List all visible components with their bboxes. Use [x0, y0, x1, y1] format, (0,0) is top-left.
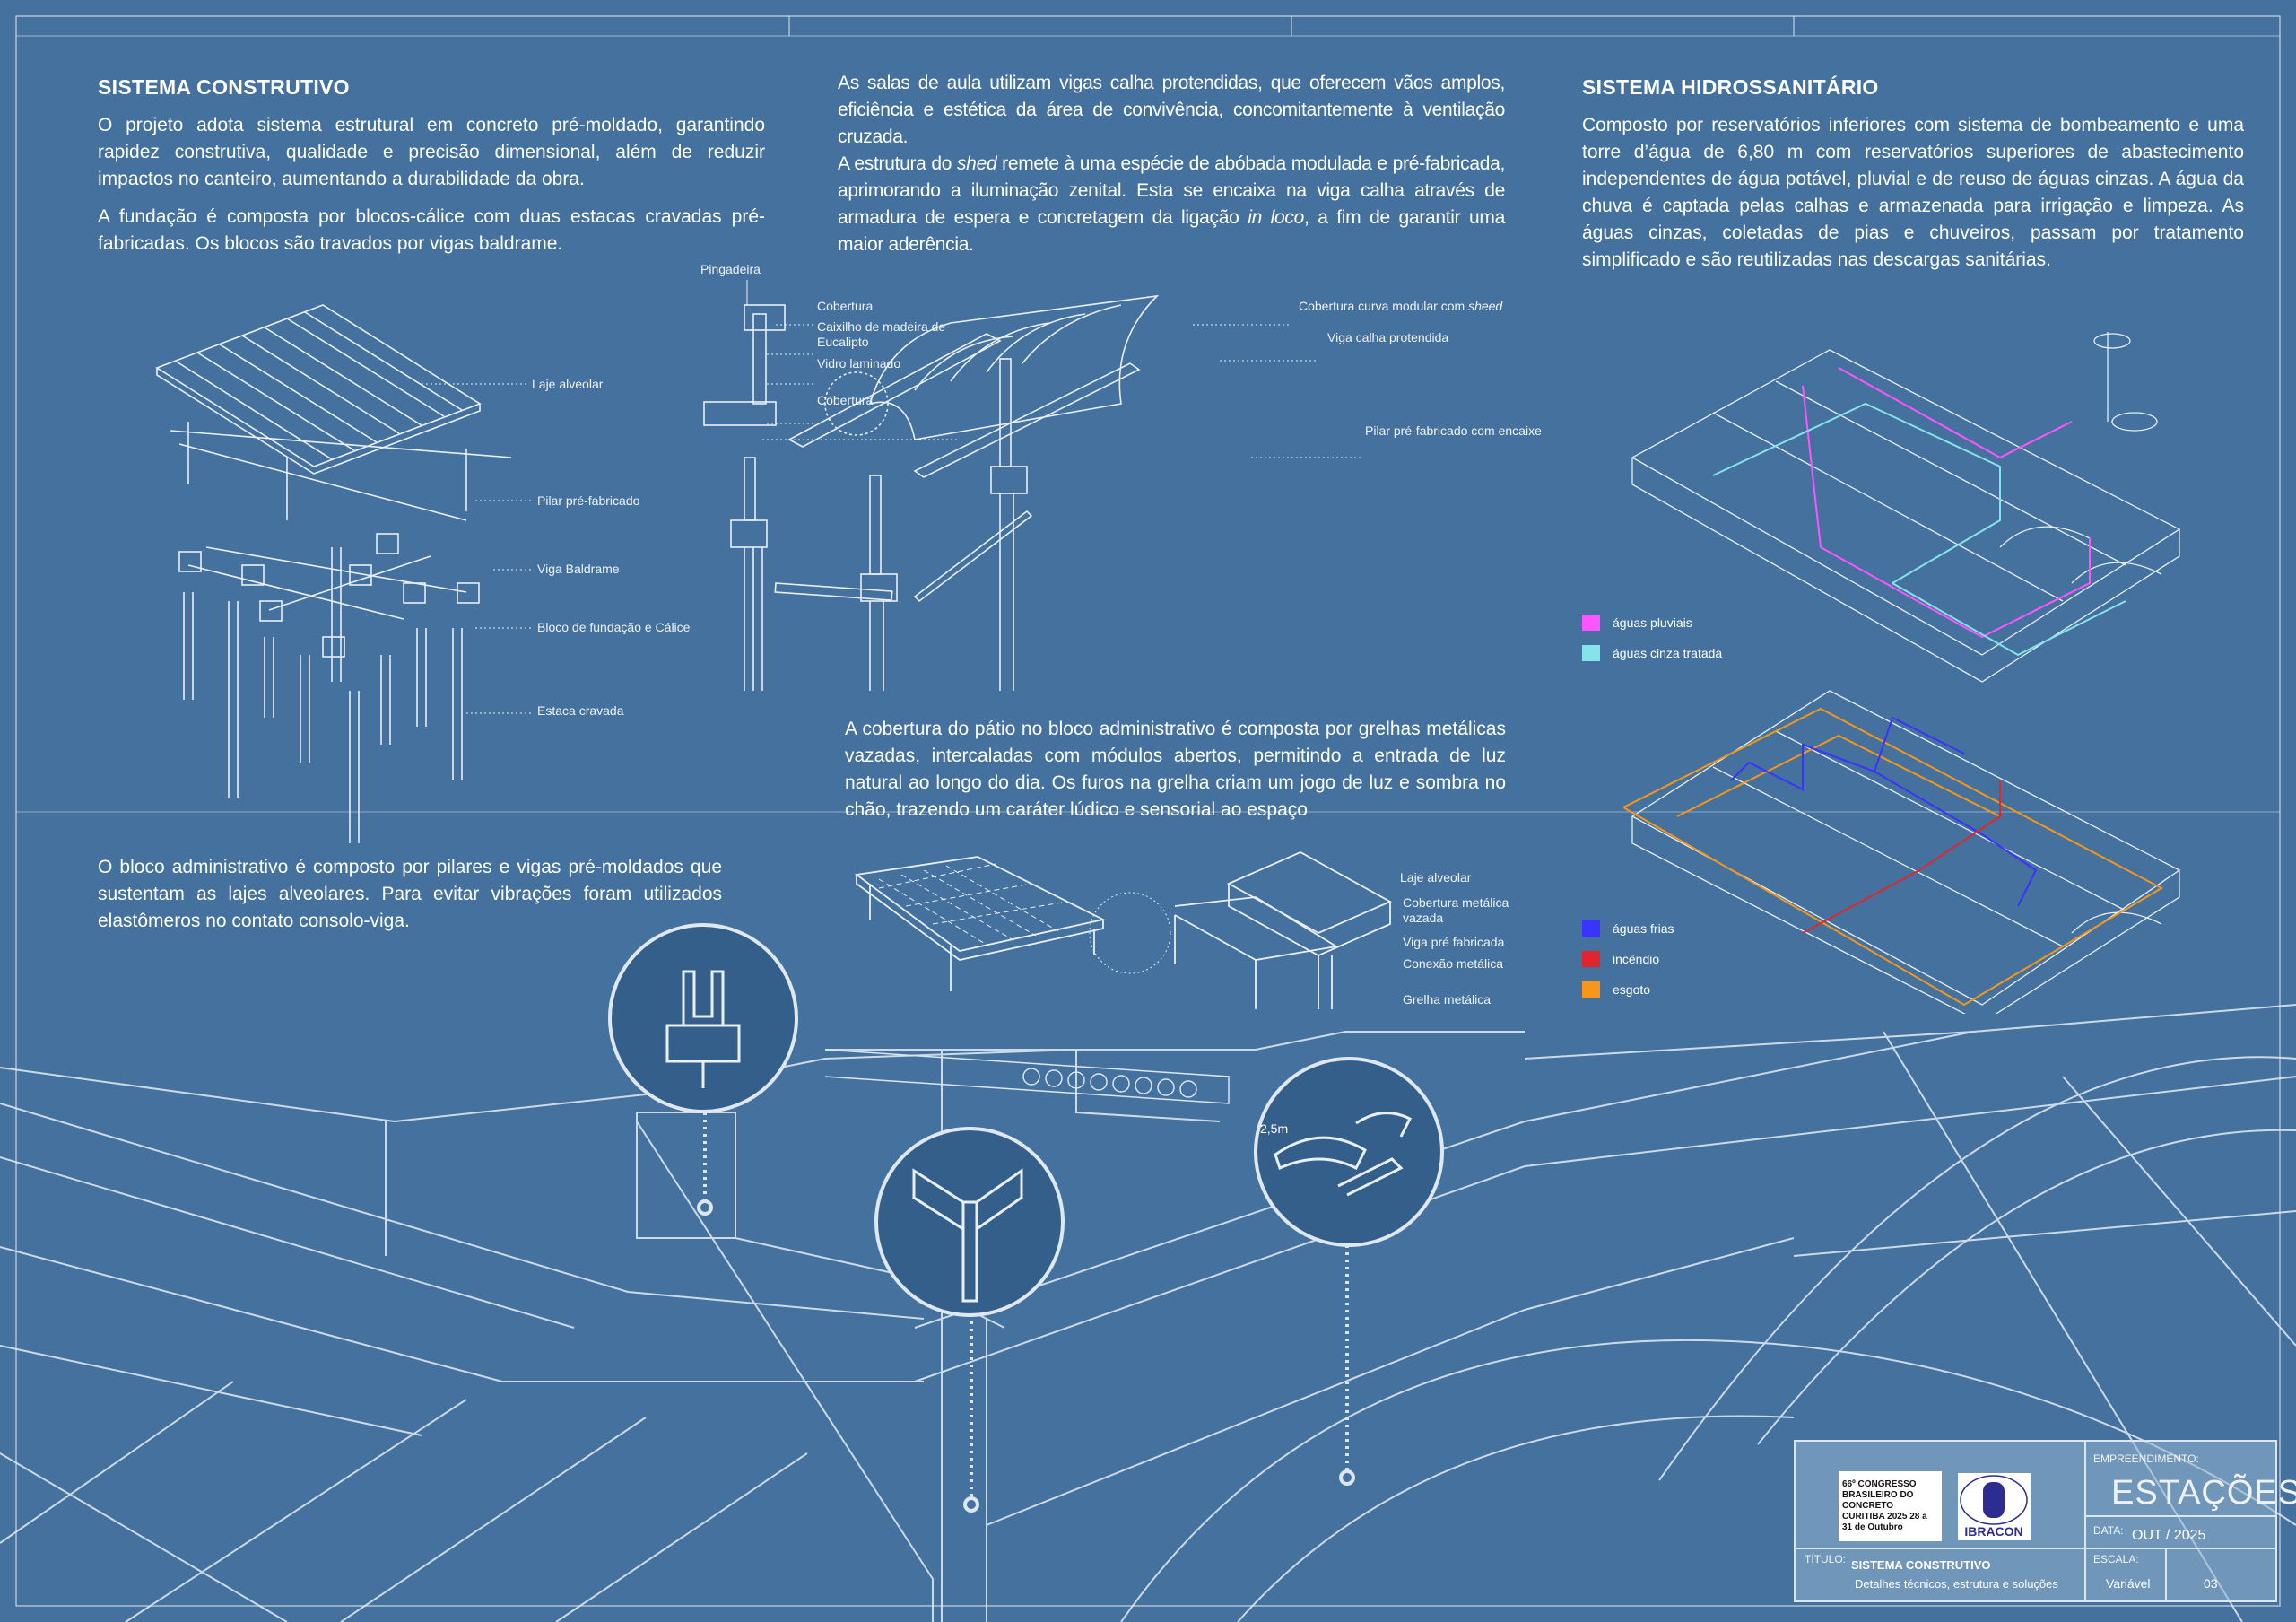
label-patio-conexao: Conexão metálica: [1403, 956, 1504, 971]
detail-circle-shed: [1254, 1057, 1444, 1247]
ibracon-logo: IBRACON: [1958, 1473, 2031, 1540]
label-viga-baldrame: Viga Baldrame: [537, 562, 620, 576]
swatch-frias: [1582, 920, 1600, 937]
label-pingadeira: Pingadeira: [700, 262, 761, 276]
label-caixilho: Caixilho de madeira de Eucalipto: [817, 319, 946, 349]
titulo-label: TÍTULO:: [1805, 1553, 1847, 1565]
label-cobertura-bottom: Cobertura: [817, 393, 874, 407]
hidro-paragraph: Composto por reservatórios inferiores co…: [1582, 115, 2244, 270]
label-estaca-cravada: Estaca cravada: [537, 703, 624, 718]
sistema-construtivo-heading: SISTEMA CONSTRUTIVO: [98, 75, 350, 99]
data-label: DATA:: [2093, 1524, 2124, 1537]
label-patio-laje: Laje alveolar: [1400, 870, 1472, 885]
label-cobertura-curva: Cobertura curva modular com sheed: [1299, 299, 1502, 314]
label-laje-alveolar: Laje alveolar: [532, 377, 604, 391]
legend-item: águas pluviais: [1582, 615, 1722, 631]
text: remete à uma espécie de abóbada modulada…: [838, 153, 1505, 228]
column-corbel-detail-icon: [912, 1168, 1023, 1303]
detail-circle-foundation: [608, 923, 798, 1113]
right-column: SISTEMA HIDROSSANITÁRIO Composto por res…: [1582, 75, 2244, 284]
middle-column: As salas de aula utilizam vigas calha pr…: [838, 70, 1505, 269]
empreendimento-name: ESTAÇÕES: [2111, 1474, 2296, 1512]
escala-label: ESCALA:: [2093, 1553, 2139, 1565]
escala-value: Variável: [2106, 1576, 2151, 1591]
label-patio-cobertura: Cobertura metálica vazada: [1403, 895, 1509, 925]
foundation-paragraph: A fundação é composta por blocos-cálice …: [98, 206, 765, 254]
shed-paragraph: A estrutura do shed remete à uma espécie…: [838, 151, 1505, 258]
intro-paragraph: O projeto adota sistema estrutural em co…: [98, 115, 765, 189]
legend-label: águas frias: [1613, 921, 1674, 936]
text: shed: [956, 153, 997, 174]
congresso-logo-text: 66º CONGRESSO BRASILEIRO DO CONCRETO CUR…: [1842, 1479, 1927, 1532]
swatch-incendio: [1582, 951, 1600, 967]
text: sheed: [1468, 299, 1503, 313]
label-pilar-pre-fabricado: Pilar pré-fabricado: [537, 493, 640, 508]
ibracon-cylinder-icon: IBRACON: [1960, 1475, 2028, 1539]
legend-label: águas pluviais: [1613, 615, 1692, 630]
sistema-hidrossanitario-heading: SISTEMA HIDROSSANITÁRIO: [1582, 75, 1879, 99]
shed-module-detail-icon: [1274, 1112, 1413, 1197]
text: in loco: [1248, 207, 1304, 228]
swatch-pluviais: [1582, 615, 1600, 631]
titulo-value: SISTEMA CONSTRUTIVO: [1851, 1558, 1991, 1572]
legend-item: águas cinza tratada: [1582, 645, 1722, 661]
legend-item: incêndio: [1582, 951, 1674, 967]
legend-item: águas frias: [1582, 920, 1674, 937]
precast-structure-exploded-diagram: [155, 304, 534, 843]
legend-label: esgoto: [1613, 982, 1651, 997]
sheet-number: 03: [2204, 1576, 2218, 1591]
plumbing-isometric-diagrams: [1623, 332, 2181, 1014]
patio-paragraph: A cobertura do pátio no bloco administra…: [845, 719, 1506, 820]
label-patio-grelha: Grelha metálica: [1403, 992, 1492, 1007]
text: A estrutura do: [838, 153, 957, 174]
left-column: SISTEMA CONSTRUTIVO O projeto adota sist…: [98, 75, 765, 268]
label-viga-calha: Viga calha protendida: [1327, 330, 1449, 344]
swatch-esgoto: [1582, 981, 1600, 998]
label-pilar-encaixe: Pilar pré-fabricado com encaixe: [1365, 423, 1542, 438]
legend-item: esgoto: [1582, 981, 1674, 998]
empreendimento-label: EMPREENDIMENTO:: [2093, 1452, 2199, 1465]
text: Cobertura curva modular com: [1299, 299, 1469, 313]
text: , a fim de garantir uma maior aderência.: [838, 207, 1505, 255]
data-value: OUT / 2025: [2132, 1528, 2206, 1543]
legend-label: águas cinza tratada: [1613, 646, 1723, 660]
label-bloco-fundacao: Bloco de fundação e Cálice: [537, 620, 691, 634]
admin-block-paragraph: O bloco administrativo é composto por pi…: [98, 857, 722, 931]
legend-pluvial-cinza: águas pluviais águas cinza tratada: [1582, 615, 1722, 661]
swatch-cinza: [1582, 645, 1600, 661]
congresso-logo: 66º CONGRESSO BRASILEIRO DO CONCRETO CUR…: [1839, 1471, 1942, 1541]
label-cobertura-top: Cobertura: [817, 299, 874, 313]
label-patio-viga: Viga pré fabricada: [1403, 935, 1505, 949]
foundation-cup-detail-icon: [665, 970, 741, 1088]
dimension-label: 2,5m: [1260, 1121, 1289, 1136]
subtitulo-value: Detalhes técnicos, estrutura e soluções: [1855, 1577, 2058, 1591]
legend-frias-incendio-esgoto: águas frias incêndio esgoto: [1582, 920, 1674, 998]
label-vidro-laminado: Vidro laminado: [817, 356, 901, 371]
legend-label: incêndio: [1613, 952, 1660, 966]
ibracon-logo-text: IBRACON: [1964, 1524, 2022, 1539]
shed-roof-diagram: [703, 280, 1363, 691]
patio-cover-diagram: [854, 850, 1393, 1009]
title-block: 66º CONGRESSO BRASILEIRO DO CONCRETO CUR…: [1794, 1440, 2296, 1602]
vigas-calha-paragraph: As salas de aula utilizam vigas calha pr…: [838, 73, 1505, 147]
detail-circle-corbel: [874, 1127, 1065, 1317]
